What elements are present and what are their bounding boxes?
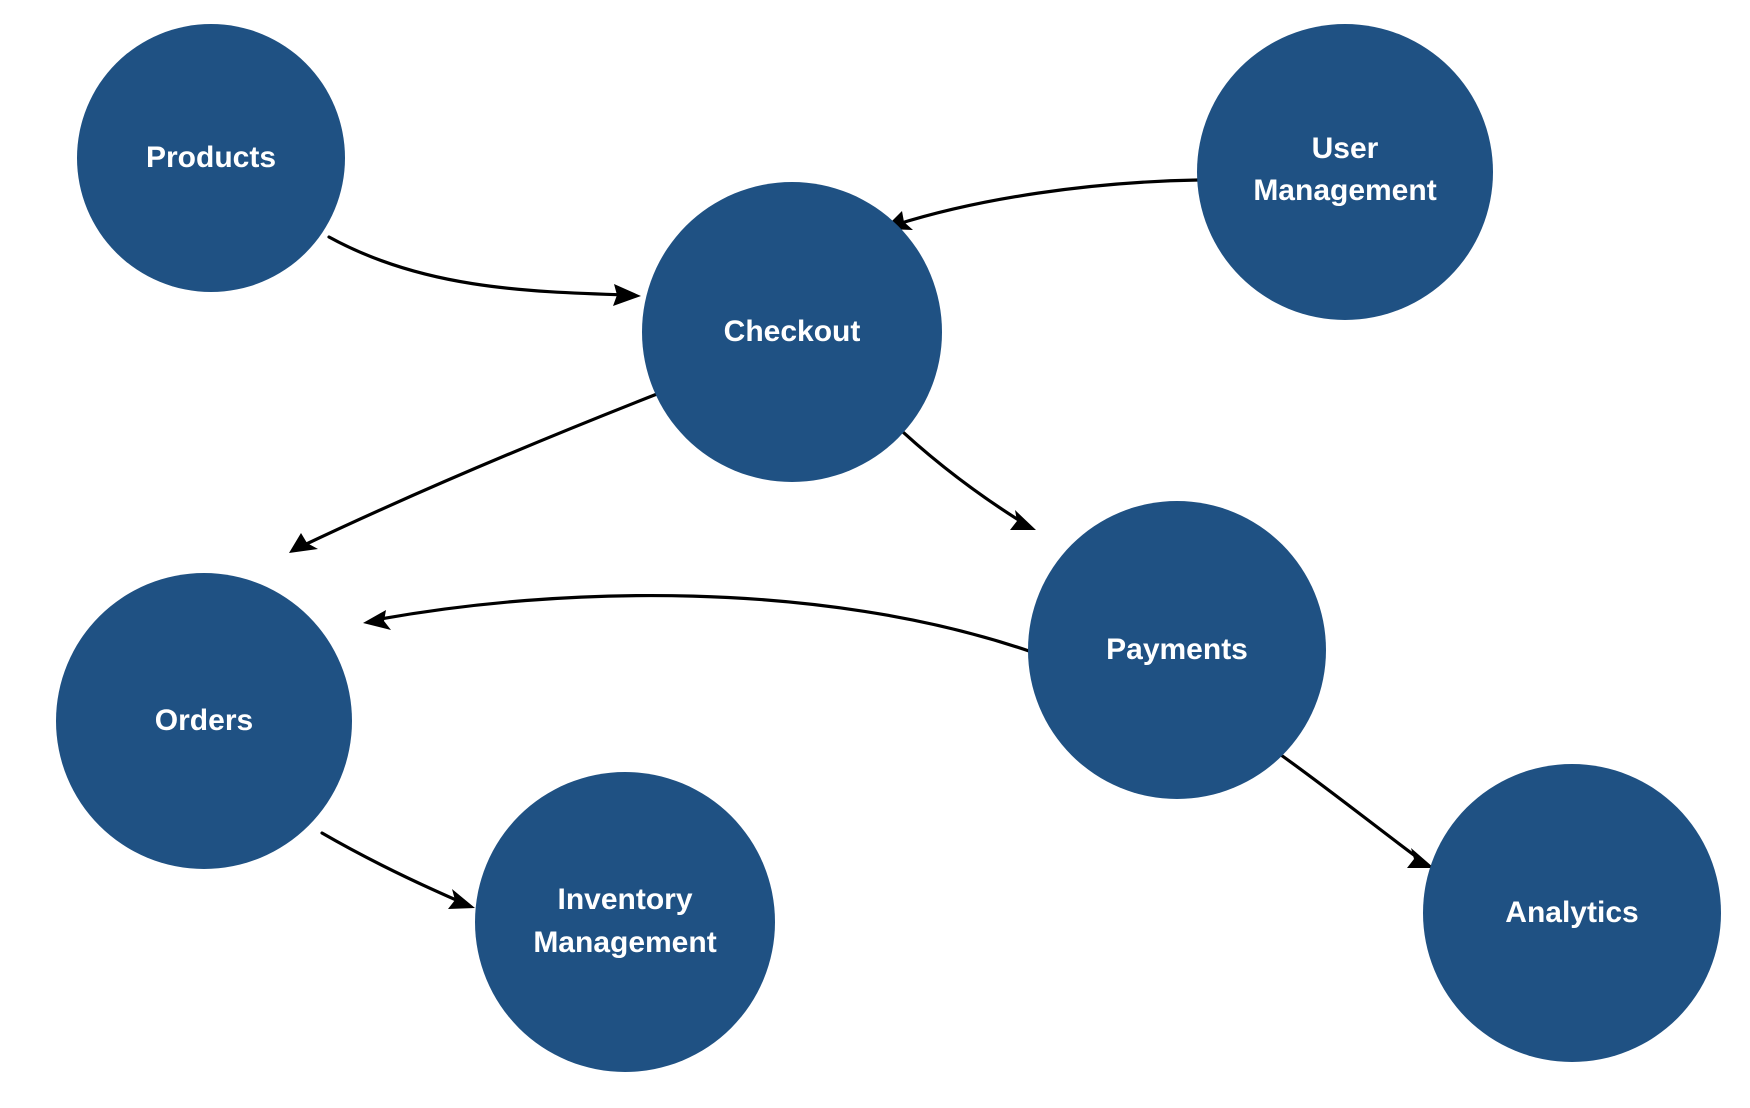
arrowhead-icon xyxy=(1010,510,1036,530)
node-layer: Products Checkout User Management Orders… xyxy=(56,24,1721,1072)
node-checkout[interactable]: Checkout xyxy=(642,182,942,482)
node-inventory-management[interactable]: Inventory Management xyxy=(475,772,775,1072)
arrowhead-icon xyxy=(448,889,475,909)
arrowhead-icon xyxy=(289,533,318,553)
node-shape xyxy=(56,573,352,869)
edge-orders-inventory[interactable] xyxy=(320,831,475,909)
node-payments[interactable]: Payments xyxy=(1028,501,1326,799)
edge-payments-analytics[interactable] xyxy=(1279,753,1434,868)
node-user-management[interactable]: User Management xyxy=(1197,24,1493,320)
node-shape xyxy=(475,772,775,1072)
node-shape xyxy=(77,24,345,292)
node-orders[interactable]: Orders xyxy=(56,573,352,869)
edge-line xyxy=(298,392,659,549)
edge-checkout-orders[interactable] xyxy=(289,392,659,553)
edge-line xyxy=(888,418,1027,526)
edge-line xyxy=(327,235,632,297)
node-products[interactable]: Products xyxy=(77,24,345,292)
edge-payments-orders[interactable] xyxy=(363,593,1031,653)
node-shape xyxy=(1423,764,1721,1062)
node-shape xyxy=(642,182,942,482)
edge-layer xyxy=(289,178,1434,909)
node-shape xyxy=(1028,501,1326,799)
edge-checkout-payments[interactable] xyxy=(888,418,1036,530)
edge-line xyxy=(320,831,465,905)
arrowhead-icon xyxy=(363,610,391,630)
edge-line xyxy=(1279,753,1424,863)
arrowhead-icon xyxy=(613,284,641,306)
edge-products-checkout[interactable] xyxy=(327,235,641,306)
node-analytics[interactable]: Analytics xyxy=(1423,764,1721,1062)
edge-line xyxy=(893,178,1200,227)
arrowhead-icon xyxy=(1407,848,1434,868)
node-shape xyxy=(1197,24,1493,320)
edge-line xyxy=(373,593,1031,653)
